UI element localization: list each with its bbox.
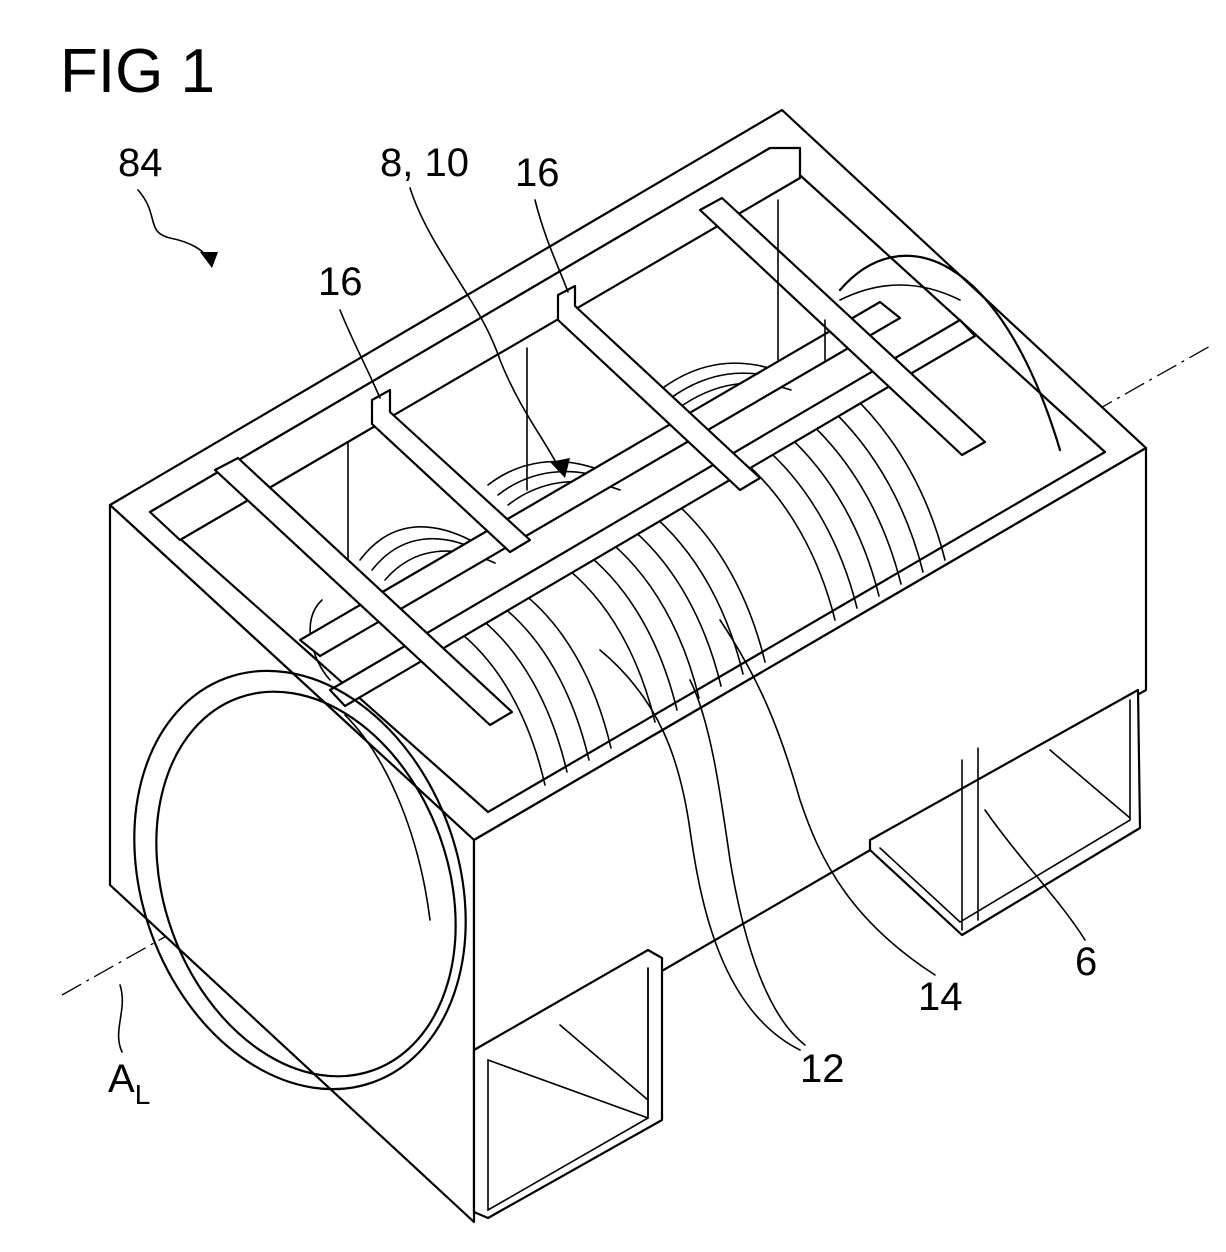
label-16-left: 16 <box>318 260 363 304</box>
label-16-top: 16 <box>515 151 560 195</box>
arrowhead-84 <box>200 252 218 268</box>
label-axis-sub: L <box>135 1079 151 1110</box>
label-84: 84 <box>118 141 163 185</box>
figure-title: FIG 1 <box>60 37 215 106</box>
label-12: 12 <box>800 1047 845 1091</box>
label-8-10: 8, 10 <box>380 141 469 185</box>
label-axis-main: A <box>108 1057 135 1101</box>
leader-axis <box>119 985 123 1052</box>
label-axis: AL <box>108 1057 150 1110</box>
label-6: 6 <box>1075 940 1097 984</box>
leader-84 <box>138 190 210 262</box>
label-14: 14 <box>918 975 963 1019</box>
